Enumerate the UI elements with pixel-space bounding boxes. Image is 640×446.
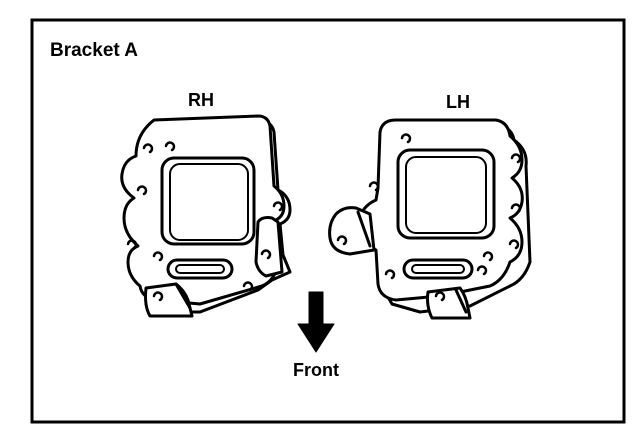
rh-label: RH [188, 90, 214, 110]
lh-label: LH [446, 92, 470, 112]
rh-bracket-side-tab [254, 216, 284, 278]
front-label: Front [293, 360, 339, 380]
lh-bracket-holes [336, 133, 522, 302]
rh-bracket-window-inner [169, 163, 249, 241]
rh-bracket [120, 114, 292, 318]
arrow-down-icon [297, 291, 335, 353]
rh-bracket-foot-lip [174, 282, 192, 310]
diagram-title: Bracket A [50, 40, 138, 61]
rh-bracket-slot-inner [175, 264, 225, 274]
lh-bracket-window-inner [405, 156, 487, 234]
lh-bracket [328, 118, 532, 320]
lh-bracket-side-tab-fold [356, 210, 372, 248]
lh-bracket-foot-lip [454, 288, 468, 314]
lh-bracket-slot-inner [411, 264, 465, 274]
rh-bracket-holes [126, 141, 284, 302]
lh-bracket-foot [426, 286, 472, 320]
lh-bracket-side-tab [328, 206, 376, 256]
